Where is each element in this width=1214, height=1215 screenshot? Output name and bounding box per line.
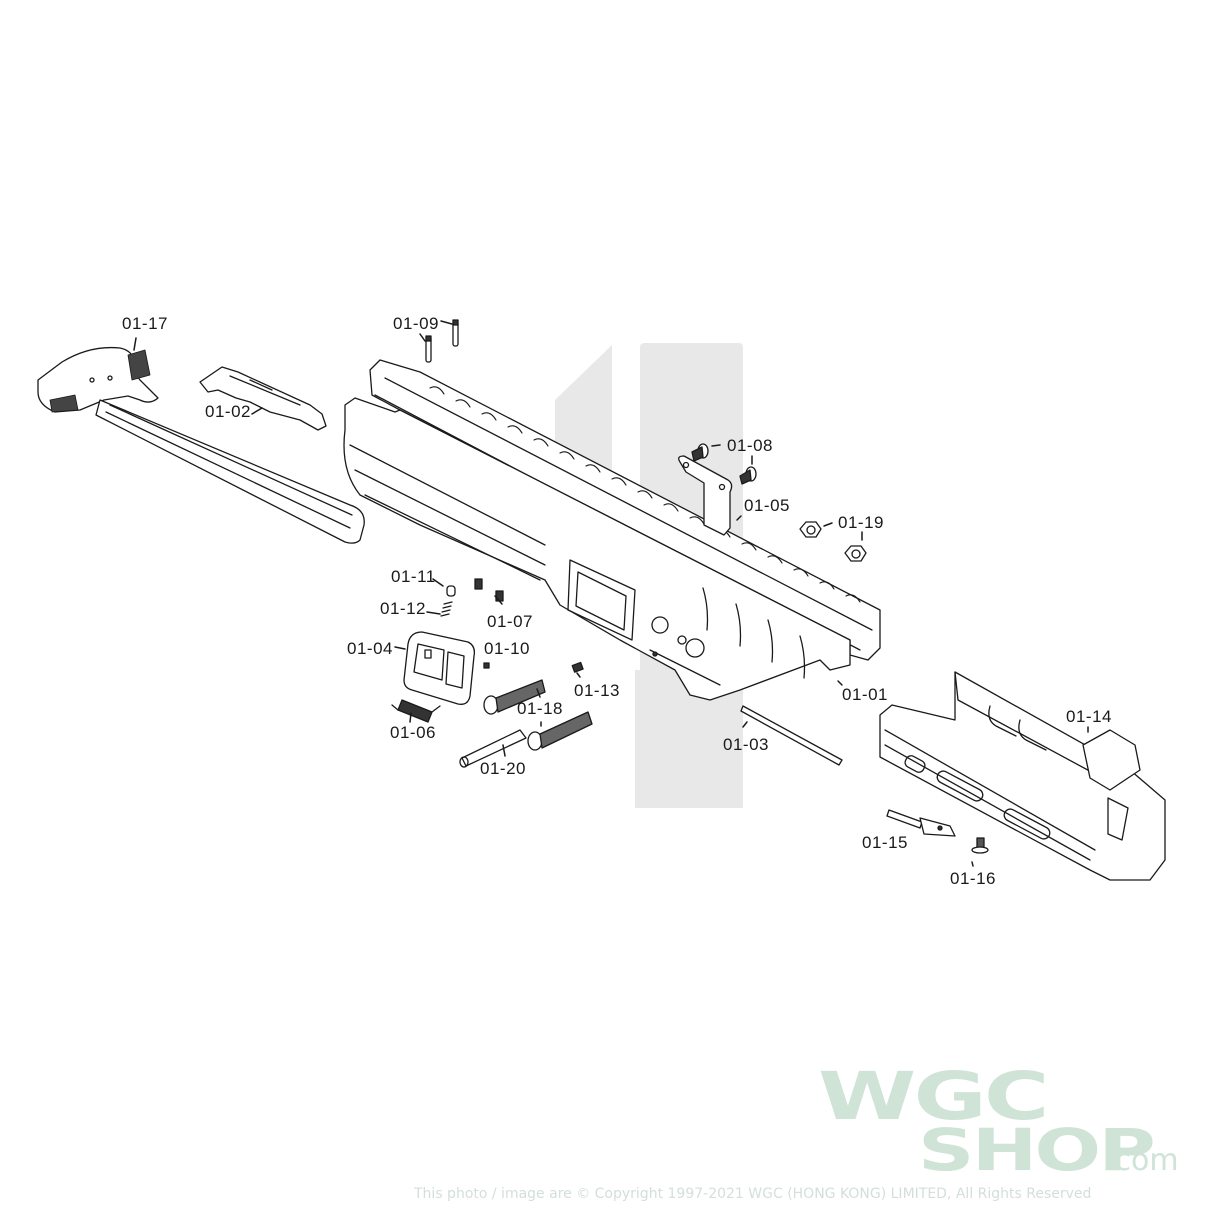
part-label-01-20: 01-20 (480, 759, 526, 778)
leader-lines (133, 320, 1089, 867)
nuts-part (799, 521, 867, 562)
long-pin-part (740, 705, 843, 766)
part-label-01-14: 01-14 (1066, 707, 1112, 726)
part-label-01-01: 01-01 (842, 685, 888, 704)
part-label-01-19: 01-19 (838, 513, 884, 532)
part-label-01-12: 01-12 (380, 599, 426, 618)
shop-logo-text: SHOP (918, 1116, 1156, 1184)
dust-cover-part (403, 631, 476, 705)
pin-part (459, 729, 527, 768)
part-label-01-03: 01-03 (723, 735, 769, 754)
lock-pin-part (886, 809, 956, 837)
detent-spring-part (440, 601, 453, 617)
part-label-01-17: 01-17 (122, 314, 168, 333)
part-label-01-11: 01-11 (391, 567, 436, 586)
part-label-01-04: 01-04 (347, 639, 393, 658)
set-screws-part (474, 578, 504, 602)
part-label-01-09: 01-09 (393, 314, 439, 333)
wgc-logo-text: WGC (818, 1058, 1049, 1135)
small-set-screw-part (483, 662, 490, 669)
pins-part (425, 319, 459, 363)
part-label-01-18: 01-18 (517, 699, 563, 718)
part-label-01-13: 01-13 (574, 681, 620, 700)
part-label-01-06: 01-06 (390, 723, 436, 742)
part-label-01-02: 01-02 (205, 402, 251, 421)
detent-part (446, 585, 456, 597)
part-label-01-10: 01-10 (484, 639, 530, 658)
latch-part (199, 366, 327, 431)
dust-cover-spring-part (391, 699, 441, 723)
long-bolts-part (483, 679, 593, 751)
upper-receiver-part (343, 359, 881, 701)
handguard-part (879, 671, 1166, 881)
part-label-01-15: 01-15 (862, 833, 908, 852)
com-logo-text: .com (1105, 1143, 1179, 1178)
plate-part (678, 455, 733, 536)
part-label-01-08: 01-08 (727, 436, 773, 455)
set-screw-part (571, 661, 584, 673)
charging-handle-part (37, 346, 365, 544)
screws-part (691, 443, 757, 485)
part-label-01-16: 01-16 (950, 869, 996, 888)
handguard-screw-part (971, 837, 989, 854)
copyright-notice: This photo / image are © Copyright 1997-… (414, 1186, 1092, 1202)
part-label-01-07: 01-07 (487, 612, 533, 631)
part-label-01-05: 01-05 (744, 496, 790, 515)
